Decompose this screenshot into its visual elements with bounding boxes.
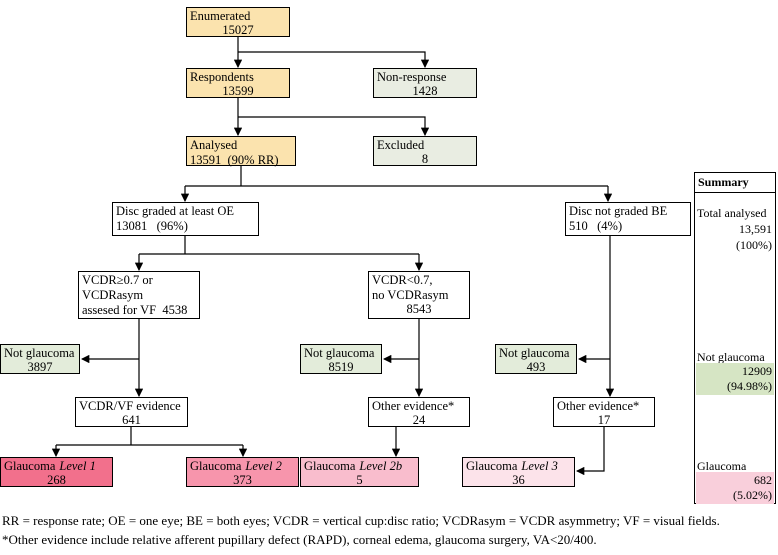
analysed-label: Analysed: [190, 138, 238, 152]
glaucoma-level2-prefix: Glaucoma: [190, 459, 242, 473]
glaucoma-level3-value: 36: [512, 473, 525, 487]
vcdr-low-line1: VCDR<0.7,: [372, 273, 433, 287]
summary-panel: Summary Total analysed 13,591 (100%) Not…: [694, 172, 776, 504]
disc-not-graded-value: 510 (4%): [569, 219, 623, 233]
vcdr-high-line3: assesed for VF 4538: [82, 303, 188, 317]
disc-graded-box: Disc graded at least OE 13081 (96%): [112, 202, 259, 236]
summary-glaucoma-pct: (5.02%): [733, 488, 772, 502]
glaucoma-level3-level: Level 3: [521, 459, 558, 473]
other-evidence-17-box: Other evidence* 17: [553, 397, 655, 427]
not-glaucoma-be-label: Not glaucoma: [499, 346, 570, 360]
summary-total-pct: (100%): [736, 238, 772, 252]
summary-glaucoma-highlight: [696, 472, 774, 504]
footnote-other-evidence: *Other evidence include relative afferen…: [2, 532, 597, 547]
excluded-value: 8: [421, 152, 429, 166]
summary-title: Summary: [695, 173, 775, 193]
vcdr-high-box: VCDR≥0.7 or VCDRasym assesed for VF 4538: [78, 271, 200, 319]
not-glaucoma-be-value: 493: [526, 360, 546, 374]
respondents-box: Respondents 13599: [186, 68, 290, 98]
disc-graded-value: 13081 (96%): [116, 219, 188, 233]
vcdr-vf-evidence-value: 641: [122, 413, 141, 427]
excluded-box: Excluded 8: [373, 136, 477, 166]
analysed-box: Analysed 13591 (90% RR): [186, 136, 296, 167]
not-glaucoma-vf-box: Not glaucoma 3897: [0, 344, 80, 374]
summary-glaucoma-value: 682: [754, 473, 772, 487]
vcdr-vf-evidence-box: VCDR/VF evidence 641: [75, 397, 188, 427]
vcdr-low-line2: no VCDRasym: [372, 288, 449, 302]
vcdr-low-value: 8543: [406, 302, 432, 316]
other-evidence-24-box: Other evidence* 24: [368, 397, 470, 427]
non-response-value: 1428: [412, 84, 438, 98]
glaucoma-level2b-value: 5: [356, 473, 363, 487]
glaucoma-level1-prefix: Glaucoma: [4, 459, 56, 473]
glaucoma-level2-value: 373: [233, 473, 252, 487]
other-evidence-24-label: Other evidence*: [372, 399, 455, 413]
footnote-abbreviations: RR = response rate; OE = one eye; BE = b…: [2, 513, 720, 528]
other-evidence-17-label: Other evidence*: [557, 399, 640, 413]
vcdr-low-box: VCDR<0.7, no VCDRasym 8543: [368, 271, 470, 319]
glaucoma-level1-value: 268: [47, 473, 66, 487]
non-response-label: Non-response: [377, 70, 447, 84]
analysed-value: 13591 (90% RR): [190, 153, 279, 167]
summary-not-glaucoma-label: Not glaucoma: [697, 350, 765, 364]
vcdr-high-line2: VCDRasym: [82, 288, 144, 302]
not-glaucoma-vcdr-box: Not glaucoma 8519: [300, 344, 382, 374]
disc-not-graded-box: Disc not graded BE 510 (4%): [565, 202, 691, 236]
arrow-other17-to-glaucoma-l3: [575, 427, 605, 476]
summary-not-glaucoma-highlight: [696, 363, 774, 395]
summary-not-glaucoma-pct: (94.98%): [727, 379, 772, 393]
glaucoma-level2b-prefix: Glaucoma: [304, 459, 356, 473]
arrow-enumerated-to-nonresponse: [238, 51, 430, 69]
glaucoma-level1-level: Level 1: [59, 459, 96, 473]
glaucoma-level3-prefix: Glaucoma: [466, 459, 518, 473]
arrow-respondents-to-excluded: [238, 116, 430, 137]
vcdr-high-line1: VCDR≥0.7 or: [82, 273, 153, 287]
not-glaucoma-vcdr-label: Not glaucoma: [304, 346, 375, 360]
respondents-value: 13599: [222, 84, 254, 98]
vcdr-vf-evidence-label: VCDR/VF evidence: [79, 399, 181, 413]
not-glaucoma-be-box: Not glaucoma 493: [495, 344, 577, 374]
summary-total-label: Total analysed: [697, 206, 767, 220]
glaucoma-level2-level: Level 2: [245, 459, 282, 473]
disc-not-graded-label: Disc not graded BE: [569, 204, 668, 218]
summary-not-glaucoma-value: 12909: [742, 364, 772, 378]
disc-graded-label: Disc graded at least OE: [116, 204, 235, 218]
summary-glaucoma-label: Glaucoma: [697, 459, 747, 473]
not-glaucoma-vf-value: 3897: [27, 360, 53, 374]
other-evidence-17-value: 17: [597, 413, 611, 427]
other-evidence-24-value: 24: [412, 413, 426, 427]
not-glaucoma-vcdr-value: 8519: [328, 360, 354, 374]
enumerated-box: Enumerated 15027: [186, 7, 290, 37]
non-response-box: Non-response 1428: [373, 68, 477, 98]
excluded-label: Excluded: [377, 138, 425, 152]
summary-total-value: 13,591: [739, 222, 772, 236]
enumerated-label: Enumerated: [190, 9, 251, 23]
glaucoma-level2b-level: Level 2b: [359, 459, 403, 473]
respondents-label: Respondents: [190, 70, 254, 84]
enumerated-value: 15027: [222, 23, 254, 37]
not-glaucoma-vf-label: Not glaucoma: [4, 346, 75, 360]
